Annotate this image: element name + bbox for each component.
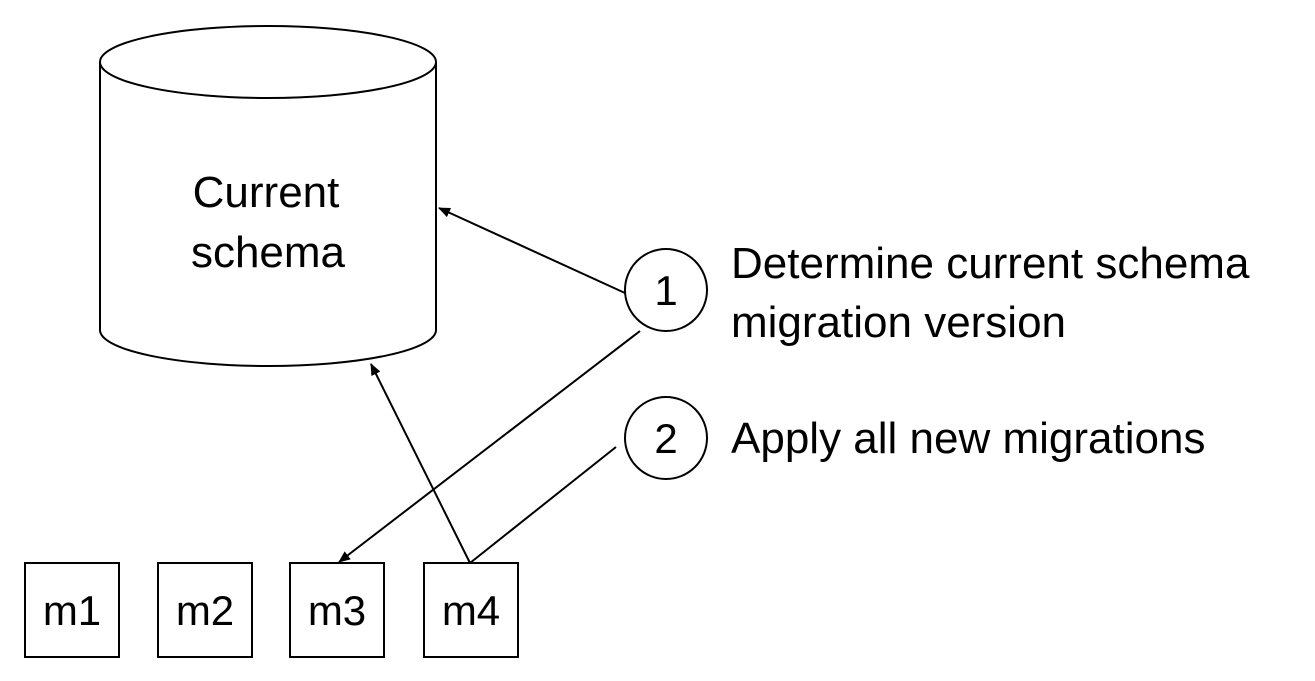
step-2-number: 2: [654, 415, 677, 462]
migration-label: m3: [308, 587, 366, 634]
migration-box: [157, 562, 253, 658]
arrow-m4-to-database: [370, 363, 471, 564]
cylinder-body: [99, 62, 437, 367]
migration-label: m4: [442, 587, 500, 634]
step-2: 2 Apply all new migrations: [624, 396, 1205, 480]
step-1-text-line1: Determine current schema: [731, 239, 1250, 288]
connectors: [338, 207, 641, 564]
step-2-circle: [624, 396, 708, 480]
step-1-text-line2: migration version: [731, 298, 1066, 347]
line-step2-to-m4: [469, 446, 617, 564]
migration-m4: m4: [423, 562, 519, 658]
migration-box: [423, 562, 519, 658]
step-1-number: 1: [654, 267, 677, 314]
migration-m1: m1: [24, 562, 120, 658]
step-2-text-line1: Apply all new migrations: [731, 414, 1205, 463]
migration-label: m2: [176, 587, 234, 634]
database-cylinder: Current schema: [99, 25, 437, 367]
migration-box: [289, 562, 385, 658]
migration-label: m1: [43, 587, 101, 634]
migration-m3: m3: [289, 562, 385, 658]
arrow-step1-to-database: [438, 207, 626, 294]
database-label-line2: schema: [191, 228, 346, 277]
step-1-circle: [624, 248, 708, 332]
migration-box: [24, 562, 120, 658]
step-1: 1 Determine current schema migration ver…: [624, 239, 1250, 347]
cylinder-top: [99, 25, 437, 99]
arrow-step1-to-m3: [338, 330, 641, 563]
database-label-line1: Current: [193, 168, 340, 217]
migration-m2: m2: [157, 562, 253, 658]
